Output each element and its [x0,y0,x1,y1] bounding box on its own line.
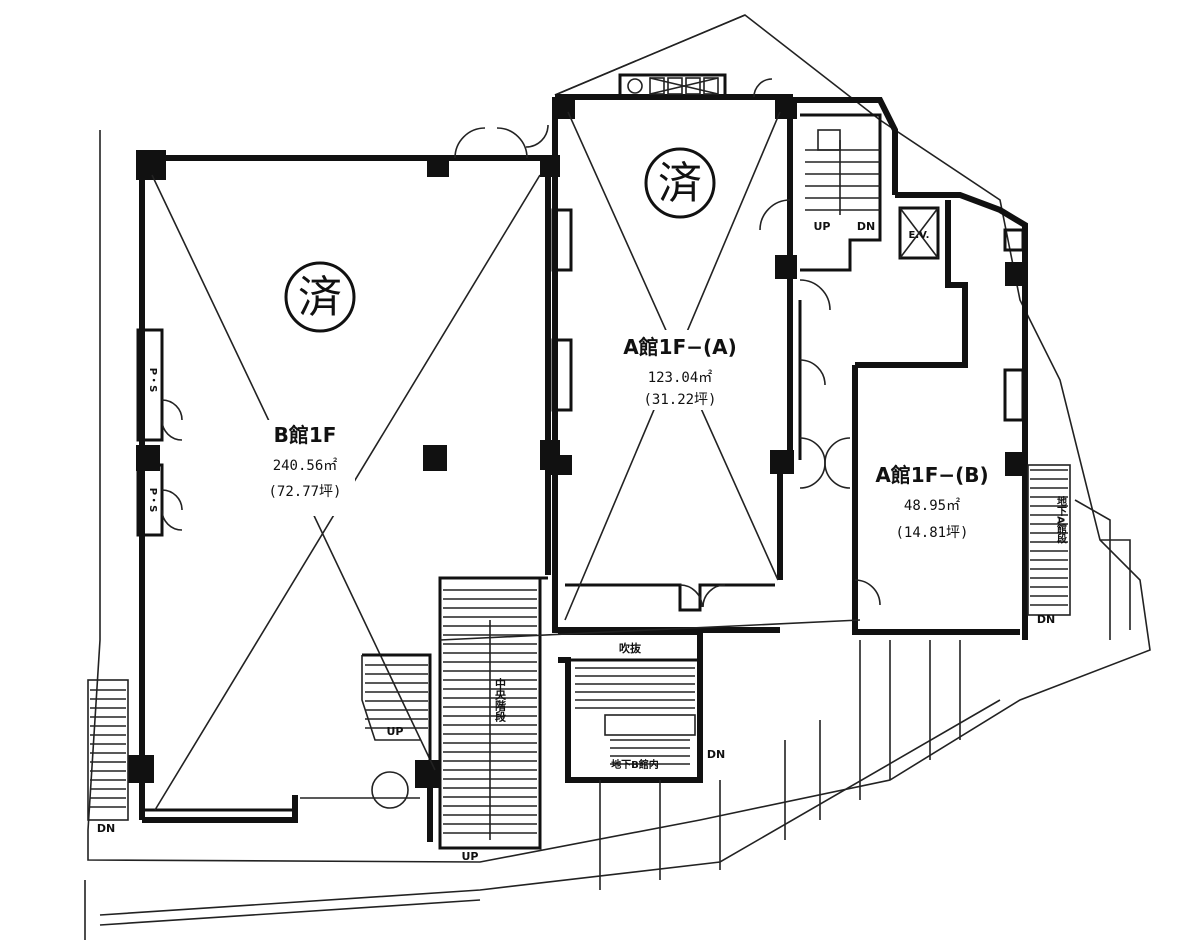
up-bottom-label: UP [462,850,479,863]
basement-a-label: 地下A館段 [1055,495,1068,545]
dn-left-label: DN [97,822,115,835]
ps-label-1: P・S [147,368,158,393]
dn-label-a: DN [857,220,875,233]
void-label: 吹抜 [619,641,642,655]
a1f-b-area: 48.95㎡ [904,498,960,514]
ps-shafts [136,328,183,537]
up-label-a: UP [814,220,831,233]
site-boundary [84,14,1151,940]
central-stairs [438,576,542,850]
b1f-area: 240.56㎡ [273,458,338,474]
stamp-b-text: 済 [298,272,342,323]
stamp-b: 済 [284,261,356,333]
top-fixtures [618,73,727,99]
b1f-name: B館1F [274,423,337,447]
elevator [895,192,1028,640]
dn-right-label: DN [1037,613,1055,626]
dn-mid-label: DN [707,748,725,761]
small-stair-left [361,653,432,760]
basement-b-stairs [558,629,703,783]
ev-label: E.V. [909,230,930,241]
stamp-a-text: 済 [658,158,702,209]
ps-label-2: P・S [147,488,158,513]
driveway-lines [439,499,1131,890]
a1f-b-name: A館1F−(B) [875,463,988,487]
center-stairs-label: 中央階段 [494,677,507,723]
door-swings [371,78,881,809]
a-building-a-columns [548,97,797,475]
left-dn-stair [87,679,129,821]
a1f-a-name: A館1F−(A) [623,335,737,359]
upper-stair-core [790,97,898,272]
a1f-a-area: 123.04㎡ [648,370,713,386]
b1f-tsubo: (72.77坪) [268,484,341,500]
a1f-a-tsubo: (31.22坪) [643,392,716,408]
up-center-label: UP [387,725,404,738]
basement-a-stairs [1027,464,1071,616]
a1f-b-tsubo: (14.81坪) [895,525,968,541]
stamp-a: 済 [644,147,716,219]
a-building-b-walls [798,200,1025,635]
basement-b-label: 地下B館内 [611,758,659,771]
